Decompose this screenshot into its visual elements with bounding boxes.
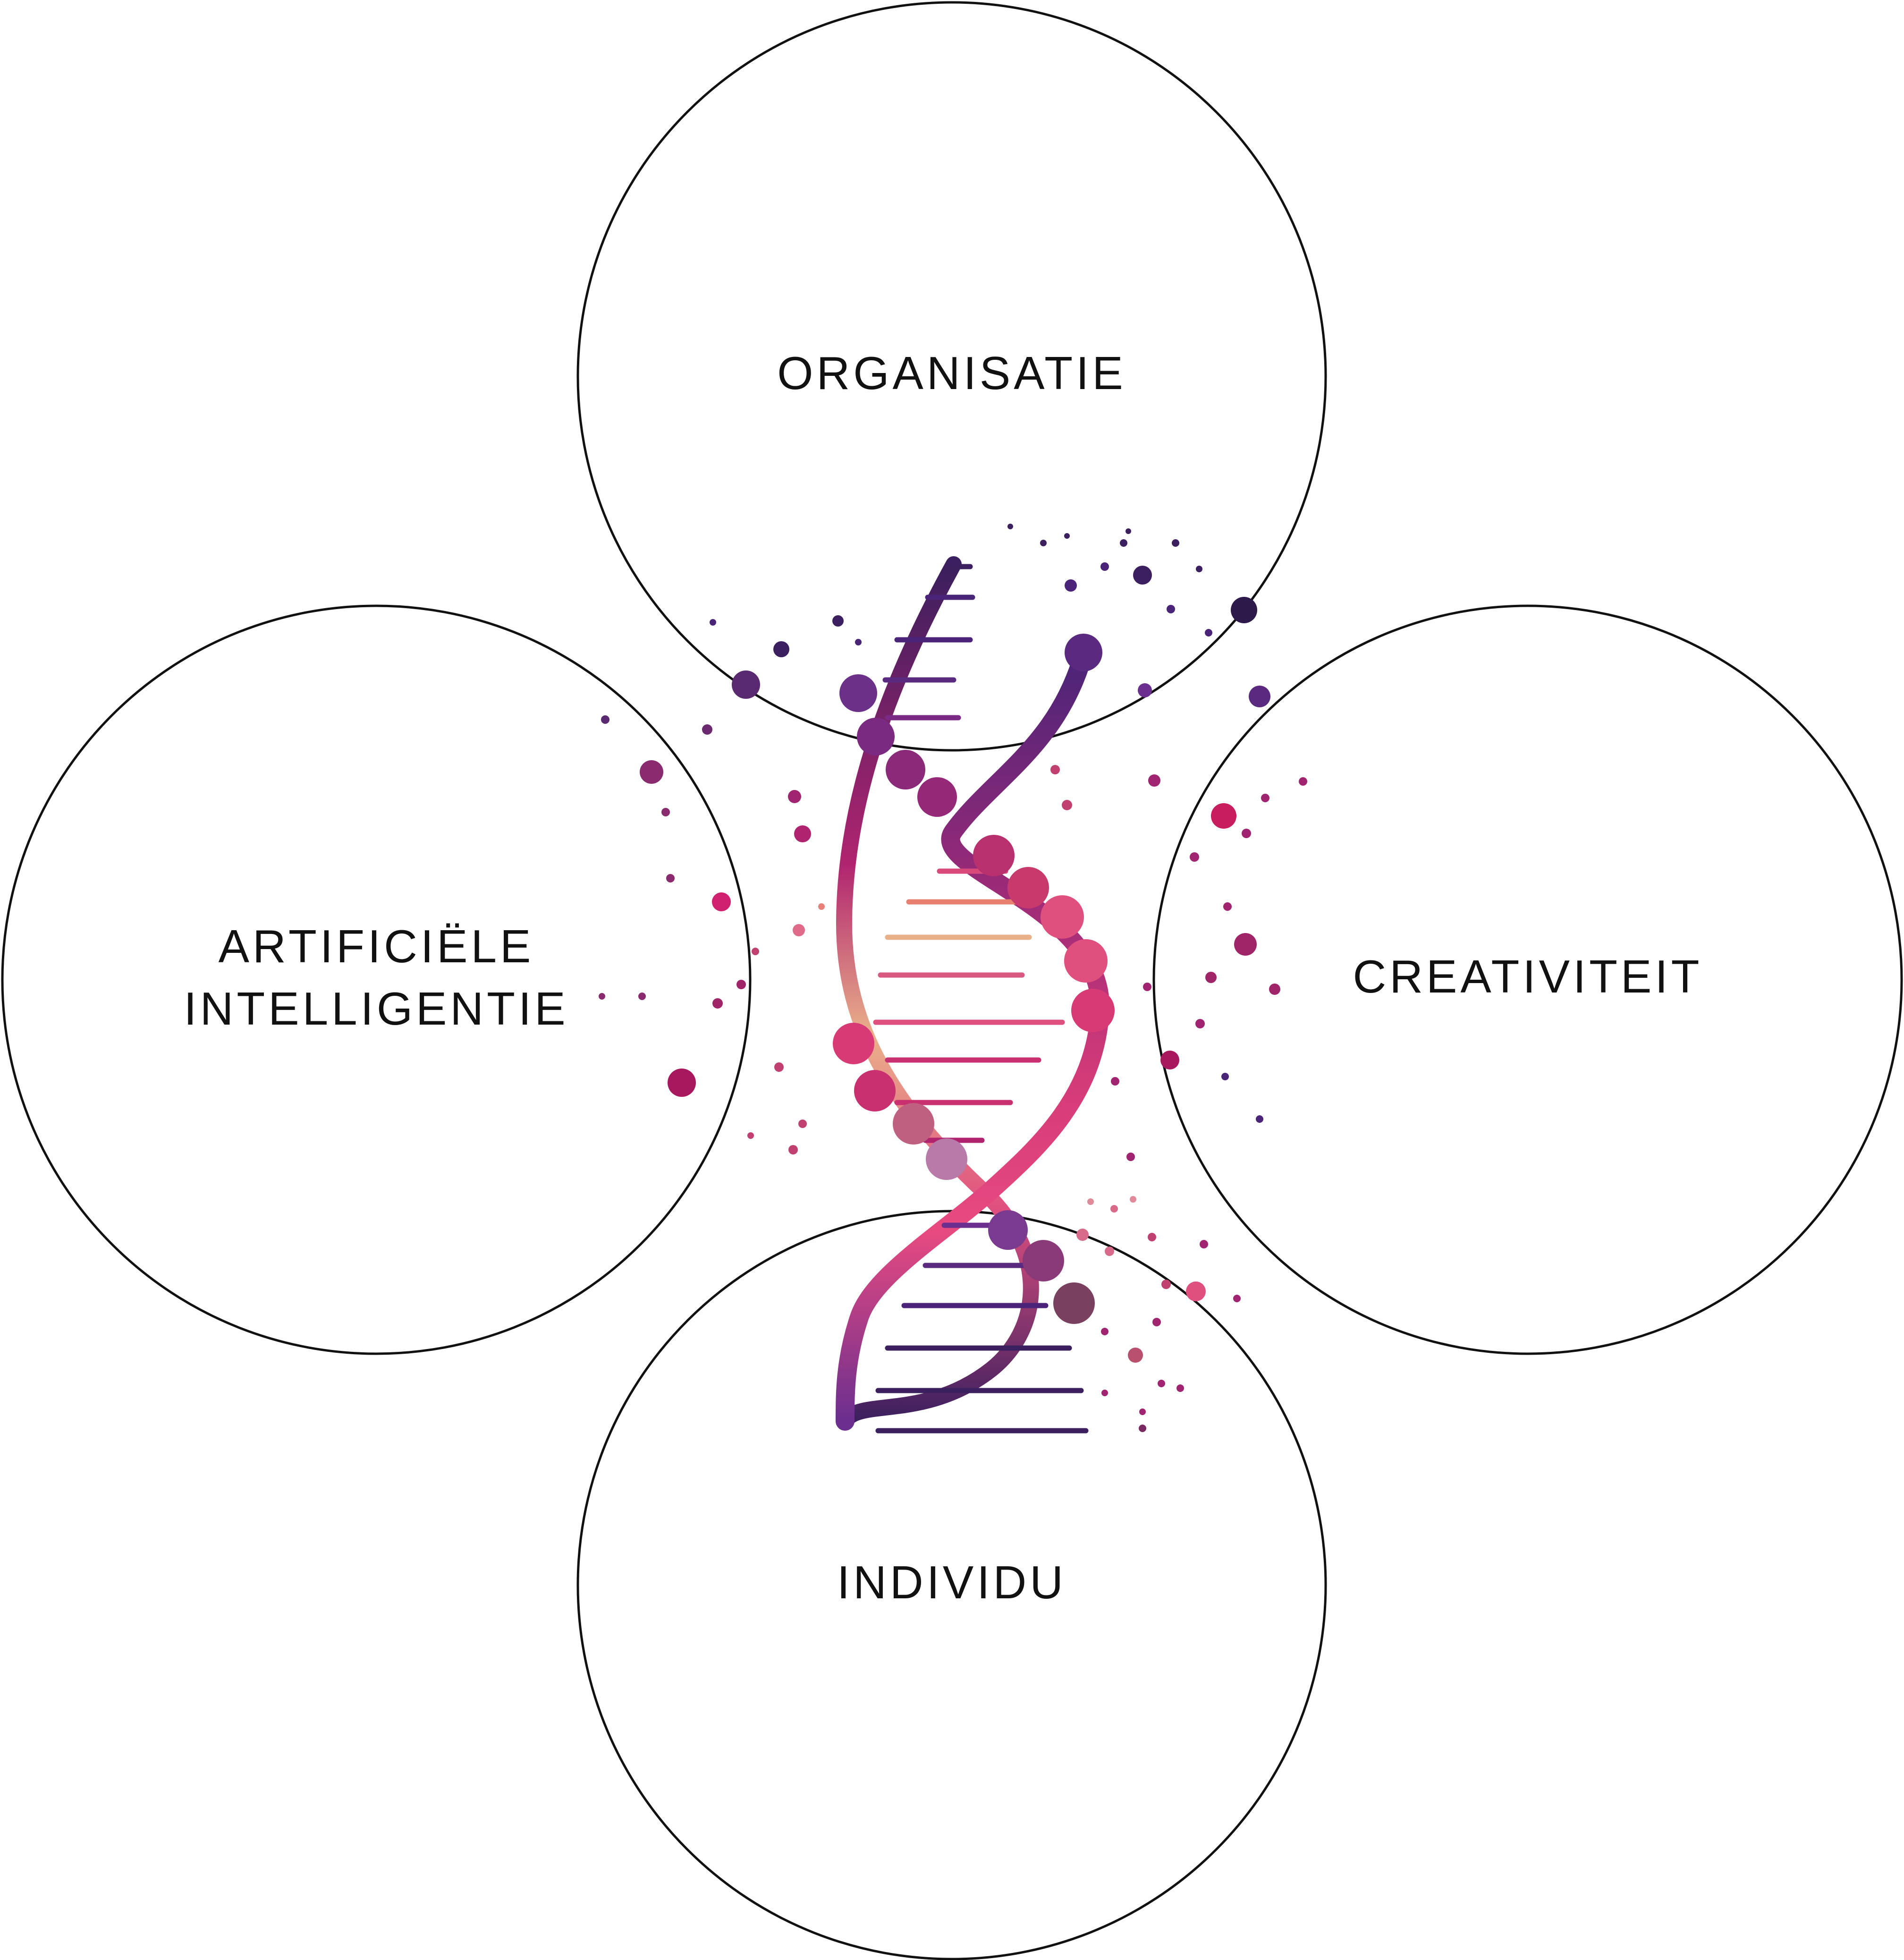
label-individu-text: INDIVIDU (837, 1556, 1067, 1608)
label-intelligentie-text: INTELLIGENTIE (184, 983, 569, 1035)
circle-organisatie (576, 1, 1327, 752)
label-organisatie: ORGANISATIE (777, 342, 1126, 404)
dna-helix-illustration (599, 524, 1307, 1434)
label-individu: INDIVIDU (837, 1551, 1066, 1613)
label-creativiteit-text: CREATIVITEIT (1353, 950, 1703, 1002)
dna-particles (599, 524, 1307, 1432)
dna-front-strand (836, 645, 1110, 1431)
circle-artificiele-intelligentie (1, 604, 752, 1355)
label-artificiele-intelligentie: ARTIFICIËLE INTELLIGENTIE (184, 915, 568, 1040)
circle-creativiteit (1152, 604, 1903, 1355)
label-creativiteit: CREATIVITEIT (1353, 945, 1702, 1008)
dna-base-pairs (873, 564, 1089, 1434)
label-organisatie-text: ORGANISATIE (777, 347, 1126, 399)
label-artificiele-text: ARTIFICIËLE (218, 920, 534, 972)
dna-beads (833, 634, 1115, 1324)
